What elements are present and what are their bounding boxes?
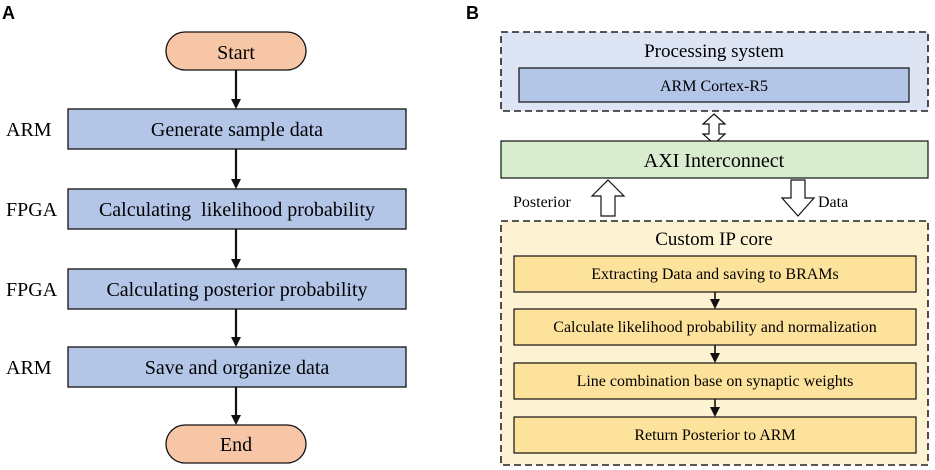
ip-step-4-text: Return Posterior to ARM [634,427,795,444]
ip-step-3: Line combination base on synaptic weight… [513,362,917,400]
processing-system-block: Processing system ARM Cortex-R5 [500,31,929,112]
posterior-up-arrow-icon [590,179,626,217]
start-label: Start [217,42,255,64]
step-3-text: Calculating posterior probability [106,279,367,301]
step-calculating-posterior: FPGA Calculating posterior probability [6,268,407,310]
step-generate-sample-data: ARM Generate sample data [6,108,407,150]
arm-cortex-label: ARM Cortex-R5 [660,78,768,95]
custom-ip-core-block: Custom IP core Extracting Data and savin… [500,220,929,466]
axi-label: AXI Interconnect [644,150,785,172]
axi-box [500,140,929,179]
end-label: End [220,434,252,456]
arm-cortex-box [518,67,910,103]
double-arrow-icon [701,113,727,145]
posterior-label: Posterior [513,194,571,211]
ip-step-1: Extracting Data and saving to BRAMs [513,255,917,293]
step-3-side-label: FPGA [6,279,58,301]
ip-step-1-box [513,255,917,293]
ip-step-2-box [513,308,917,346]
step-1-side-label: ARM [6,119,52,141]
axi-interconnect-block: AXI Interconnect [500,140,929,179]
step-1-text: Generate sample data [151,119,323,141]
step-2-text: Calculating likelihood probability [99,199,375,221]
ip-step-2: Calculate likelihood probability and nor… [513,308,917,346]
step-calculating-likelihood: FPGA Calculating likelihood probability [6,188,407,230]
data-down-arrow-icon [780,179,816,217]
step-1-box [67,108,407,150]
step-4-side-label: ARM [6,357,52,379]
start-terminal: Start [165,31,307,71]
panel-b-label: B [466,3,479,23]
ip-core-title: Custom IP core [655,229,773,250]
ip-step-3-text: Line combination base on synaptic weight… [577,373,854,390]
end-terminal: End [165,424,307,464]
ip-step-4: Return Posterior to ARM [513,416,917,454]
step-4-text: Save and organize data [145,357,330,379]
panel-b: B Processing system ARM Cortex-R5 AXI In… [466,3,929,466]
end-shape [165,424,307,464]
ip-step-1-text: Extracting Data and saving to BRAMs [591,266,839,283]
data-label: Data [818,194,848,211]
step-3-box [67,268,407,310]
ip-step-4-box [513,416,917,454]
processing-system-title: Processing system [644,41,784,62]
panel-a-label: A [2,3,15,23]
panel-a: A Start ARM Generate sample data FPGA Ca… [2,3,407,464]
ip-step-2-text: Calculate likelihood probability and nor… [553,319,876,336]
step-4-box [67,346,407,388]
ip-step-3-box [513,362,917,400]
step-save-organize-data: ARM Save and organize data [6,346,407,388]
step-2-side-label: FPGA [6,199,58,221]
